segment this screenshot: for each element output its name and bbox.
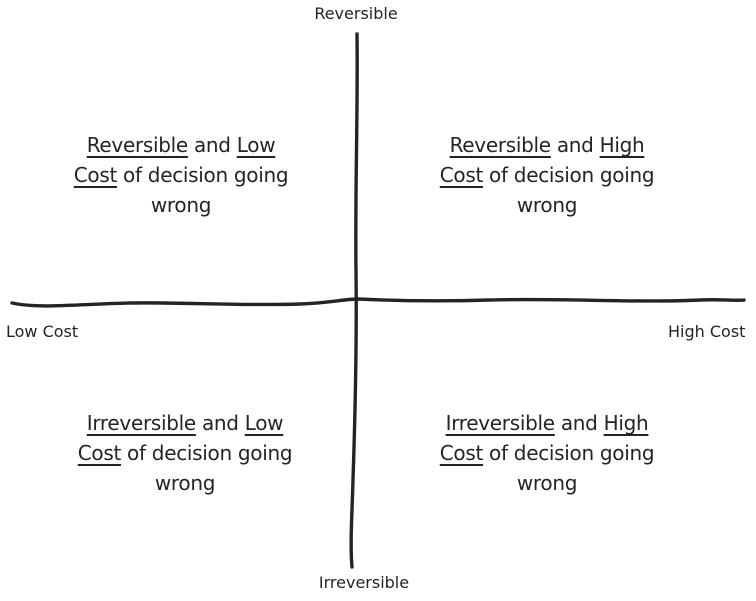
underlined-term: Cost — [439, 441, 484, 465]
quadrant-text-line: Irreversible and High — [414, 408, 680, 438]
underlined-term: Irreversible — [86, 411, 196, 435]
underlined-term: Reversible — [86, 133, 189, 157]
horizontal-axis-line — [10, 297, 746, 308]
quadrant-text-line: Reversible and Low — [48, 130, 314, 160]
plain-text: of decision going — [483, 441, 655, 465]
vertical-axis-line — [349, 32, 359, 569]
underlined-term: Irreversible — [445, 411, 555, 435]
plain-text: and — [195, 411, 245, 435]
plain-text: wrong — [516, 193, 578, 217]
plain-text: wrong — [516, 471, 578, 495]
axis-label-low-cost: Low Cost — [6, 322, 79, 341]
underlined-term: High — [599, 133, 645, 157]
underlined-term: Low — [236, 133, 276, 157]
quadrant-text-line: wrong — [52, 468, 318, 498]
plain-text: wrong — [154, 471, 216, 495]
quadrant-text-line: Cost of decision going — [52, 438, 318, 468]
underlined-term: Reversible — [449, 133, 552, 157]
quadrant-text-line: Cost of decision going — [414, 160, 680, 190]
plain-text: of decision going — [483, 163, 655, 187]
axis-label-high-cost: High Cost — [668, 322, 746, 341]
plain-text: of decision going — [121, 441, 293, 465]
plain-text: and — [187, 133, 237, 157]
underlined-term: High — [603, 411, 649, 435]
underlined-term: Cost — [439, 163, 484, 187]
plain-text: and — [550, 133, 600, 157]
quadrant-text-line: Reversible and High — [414, 130, 680, 160]
underlined-term: Cost — [73, 163, 118, 187]
quadrant-text-line: Irreversible and Low — [52, 408, 318, 438]
quadrant-text-line: wrong — [414, 468, 680, 498]
quadrant-text-line: wrong — [414, 190, 680, 220]
quadrant-text-line: wrong — [48, 190, 314, 220]
plain-text: wrong — [150, 193, 212, 217]
quadrant-text-line: Cost of decision going — [414, 438, 680, 468]
axis-label-reversible: Reversible — [314, 4, 398, 23]
plain-text: of decision going — [117, 163, 289, 187]
plain-text: and — [554, 411, 604, 435]
axis-label-irreversible: Irreversible — [318, 573, 410, 592]
underlined-term: Low — [244, 411, 284, 435]
quadrant-text-line: Cost of decision going — [48, 160, 314, 190]
underlined-term: Cost — [77, 441, 122, 465]
